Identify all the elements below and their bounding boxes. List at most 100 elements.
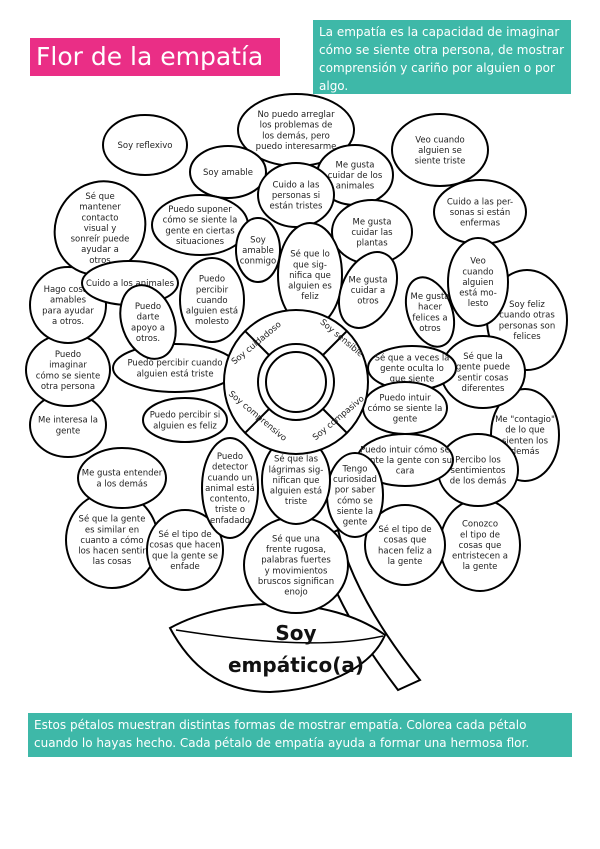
- middle-petal-text: Cuido a los animales: [86, 279, 175, 289]
- outer-petal-text: Soy reflexivo: [118, 141, 173, 151]
- middle-petal-text: gente puede: [456, 363, 510, 373]
- middle-petal-text: que la gente se: [152, 551, 218, 561]
- outer-petal-text: Puedo: [55, 350, 81, 360]
- inner-petal-text: alguien es feliz: [153, 421, 217, 431]
- outer-petal-text: enfermas: [460, 219, 501, 229]
- leaf-label-line1: Soy: [275, 621, 316, 645]
- middle-petal-shape: [146, 509, 224, 591]
- middle-petal-text: Soy amable: [203, 168, 253, 178]
- outer-petal-text: a otros.: [52, 317, 84, 327]
- inner-petal-shape: [201, 437, 259, 539]
- inner-petal-text: Me gusta: [348, 275, 387, 285]
- inner-petal-text: amable: [242, 246, 274, 256]
- middle-petal-text: cosas que: [384, 536, 427, 546]
- outer-petal-text: es similar en: [85, 525, 139, 535]
- outer-petal-text: imaginar: [49, 361, 87, 371]
- inner-petal-shape: [235, 217, 281, 283]
- inner-petal-text: Sé que a veces la: [375, 352, 450, 363]
- middle-petal-text: está mo-: [459, 289, 497, 299]
- inner-petal-text: siente la: [337, 507, 373, 517]
- inner-petal-text: Tengo: [342, 464, 368, 474]
- inner-petal-text: curiosidad: [333, 475, 377, 485]
- outer-petal-text: bruscos significan: [258, 577, 334, 587]
- outer-petal-text: amables: [50, 296, 87, 306]
- middle-petal-text: Puedo percibir cuando: [127, 359, 222, 369]
- outer-petal-shape: [53, 180, 147, 276]
- outer-petal-text: entristecen a: [452, 552, 508, 562]
- outer-petal-text: y movimientos: [265, 566, 328, 576]
- inner-petal-text: cómo se siente la: [368, 403, 443, 414]
- inner-petal-text: Cuido a las: [273, 180, 320, 190]
- middle-petal-shape: [447, 237, 509, 327]
- inner-petal-shape: [337, 251, 399, 329]
- middle-petal-text: animales: [336, 182, 375, 192]
- inner-petal-text: gente: [393, 415, 418, 425]
- outer-petal-text: Me "contagio": [495, 415, 555, 425]
- outer-petal-text: enojo: [284, 588, 307, 598]
- outer-petal-text: personas son: [499, 321, 556, 331]
- outer-petal-text: cuanto a cómo: [80, 535, 143, 546]
- outer-petal-text: de lo que: [505, 426, 545, 436]
- outer-petal-text: palabras fuertes: [261, 556, 331, 566]
- outer-petal-text: siente triste: [415, 157, 466, 167]
- middle-petal-text: diferentes: [462, 384, 505, 394]
- outer-petal-text: Sé que una: [272, 533, 320, 544]
- outer-petal-text: gente: [56, 426, 81, 436]
- outer-petal-text: mantener: [79, 203, 121, 213]
- inner-petal-text: alguien está: [270, 487, 322, 497]
- inner-petal-shape: [179, 257, 245, 343]
- inner-petal-shape: [142, 397, 228, 443]
- outer-petal-text: cuando otras: [499, 311, 555, 321]
- middle-petal-shape: [77, 447, 167, 509]
- middle-petal-text: Puedo suponer: [168, 205, 232, 215]
- inner-petal-text: siente la gente con su: [358, 456, 452, 466]
- intro-text: La empatía es la capacidad de imaginar c…: [313, 20, 571, 94]
- middle-petal-text: gente en ciertas: [165, 226, 235, 236]
- outer-petal-text: Soy feliz: [509, 300, 545, 310]
- middle-petal-text: a los demás: [96, 479, 148, 489]
- inner-petal-text: Puedo intuir: [379, 393, 431, 403]
- middle-petal-text: Percibo los: [455, 455, 501, 465]
- inner-petal-text: cuando un: [208, 473, 253, 483]
- middle-petal-text: Me gusta: [335, 160, 374, 170]
- inner-petal-text: Puedo intuir cómo se: [360, 444, 450, 455]
- middle-petal-text: la gente: [388, 557, 423, 567]
- outer-petal-text: la gente: [463, 562, 498, 572]
- inner-petal-text: Puedo: [217, 452, 243, 462]
- outer-petal-text: Hago cosas: [44, 285, 93, 295]
- outer-petal-shape: [391, 113, 489, 187]
- outer-petal-shape: [102, 114, 188, 176]
- middle-petal-text: hacen feliz a: [378, 546, 432, 556]
- outer-petal-text: contacto: [81, 213, 118, 223]
- middle-petal-text: lesto: [468, 299, 489, 309]
- inner-petal-shape: [404, 276, 456, 348]
- inner-petal-text: detector: [212, 463, 248, 473]
- outer-petal-text: otra persona: [41, 382, 95, 392]
- inner-petal-text: felices a: [412, 313, 447, 323]
- inner-petal-text: triste o: [215, 505, 245, 515]
- inner-petal-text: molesto: [195, 317, 229, 327]
- center-divider: [244, 330, 270, 356]
- middle-petal-text: Sé el tipo de: [158, 529, 211, 540]
- middle-petal-text: cuidar las: [351, 228, 393, 238]
- outer-petal-text: Conozco: [462, 520, 498, 530]
- inner-petal-text: que sig-: [293, 260, 327, 270]
- outer-petal-text: Me interesa la: [38, 416, 98, 426]
- inner-petal-text: cómo se: [337, 495, 373, 506]
